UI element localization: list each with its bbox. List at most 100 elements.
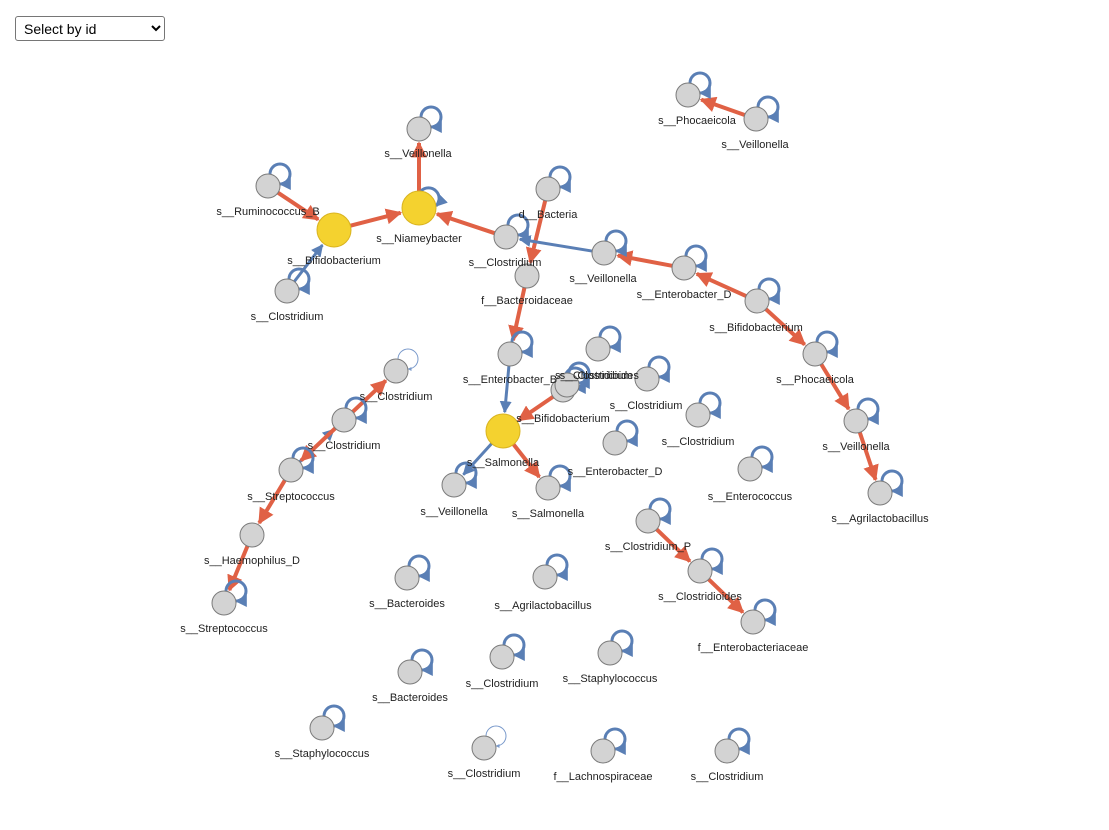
- node-n20[interactable]: [685, 402, 711, 428]
- node-label-n30: s__Streptococcus: [180, 623, 268, 635]
- node-n8[interactable]: [274, 278, 300, 304]
- edge-n28-n29: [257, 479, 287, 525]
- node-label-n21: s__Salmonella: [467, 457, 540, 469]
- node-label-n9: f__Bacteroidaceae: [481, 295, 573, 307]
- node-label-n38: s__Staphylococcus: [563, 673, 658, 685]
- node-n9[interactable]: [514, 263, 540, 289]
- self-loop-n33: [753, 598, 777, 626]
- node-label-n15: s__Agrilactobacillus: [831, 513, 929, 525]
- node-n11[interactable]: [671, 255, 697, 281]
- node-label-n22: s__Enterobacter_D: [568, 466, 663, 478]
- node-n32[interactable]: [687, 558, 713, 584]
- self-loop-n8: [287, 267, 311, 295]
- edge-n8-n5: [293, 244, 324, 283]
- node-label-n29: s__Haemophilus_D: [204, 555, 300, 567]
- node-n18[interactable]: [634, 366, 660, 392]
- node-n22[interactable]: [602, 430, 628, 456]
- node-n23[interactable]: [737, 456, 763, 482]
- node-n28[interactable]: [278, 457, 304, 483]
- node-label-n28: s__Streptococcus: [247, 491, 335, 503]
- self-loop-n6: [548, 165, 572, 193]
- node-label-n40: s__Clostridium: [448, 768, 521, 780]
- self-loop-n14: [856, 397, 880, 425]
- node-n36[interactable]: [397, 659, 423, 685]
- node-label-n16: s__Enterobacter_B: [463, 374, 557, 386]
- self-loop-n28: [291, 446, 315, 474]
- edge-n11-n10: [616, 250, 673, 268]
- self-loop-n32: [700, 547, 724, 575]
- node-label-n43: s__Clostridium: [560, 370, 633, 382]
- node-n12[interactable]: [744, 288, 770, 314]
- self-loop-n3: [268, 162, 292, 190]
- node-n42[interactable]: [714, 738, 740, 764]
- node-n21[interactable]: [485, 413, 521, 449]
- node-label-n13: s__Phocaeicola: [776, 374, 855, 386]
- self-loop-n26: [397, 348, 419, 371]
- node-n0[interactable]: [675, 82, 701, 108]
- node-n41[interactable]: [590, 738, 616, 764]
- node-label-n24: s__Veillonella: [420, 506, 488, 518]
- edge-n9-n16: [508, 287, 527, 342]
- node-label-n33: f__Enterobacteriaceae: [698, 642, 809, 654]
- self-loop-n37: [502, 633, 526, 661]
- node-n3[interactable]: [255, 173, 281, 199]
- self-loop-n23: [750, 445, 774, 473]
- node-n2[interactable]: [743, 106, 769, 132]
- node-label-n26: s__Clostridium: [360, 391, 433, 403]
- self-loop-n27: [344, 396, 368, 424]
- node-n1[interactable]: [406, 116, 432, 142]
- node-n17[interactable]: [585, 336, 611, 362]
- node-n26[interactable]: [383, 358, 409, 384]
- node-n25[interactable]: [535, 475, 561, 501]
- edge-n2-n0: [699, 96, 746, 117]
- edges-layer: [227, 96, 879, 614]
- node-label-n37: s__Clostridium: [466, 678, 539, 690]
- self-loop-n35: [545, 553, 569, 581]
- self-loop-n38: [610, 629, 634, 657]
- node-n5[interactable]: [316, 212, 352, 248]
- node-n27[interactable]: [331, 407, 357, 433]
- node-n35[interactable]: [532, 564, 558, 590]
- edge-n21-n25: [511, 443, 541, 479]
- self-loop-n34: [407, 554, 431, 582]
- self-loop-n30: [224, 579, 248, 607]
- node-n37[interactable]: [489, 644, 515, 670]
- node-n40[interactable]: [471, 735, 497, 761]
- node-n43[interactable]: [554, 372, 580, 398]
- node-n33[interactable]: [740, 609, 766, 635]
- edge-n21-n24: [462, 442, 493, 476]
- node-n14[interactable]: [843, 408, 869, 434]
- node-label-n7: s__Clostridium: [469, 257, 542, 269]
- edge-n12-n11: [695, 271, 747, 298]
- node-n6[interactable]: [535, 176, 561, 202]
- edge-n6-n9: [525, 200, 548, 264]
- node-n31[interactable]: [635, 508, 661, 534]
- node-n34[interactable]: [394, 565, 420, 591]
- edge-n7-n4: [435, 210, 496, 236]
- node-n10[interactable]: [591, 240, 617, 266]
- edge-n31-n32: [655, 527, 692, 563]
- node-n29[interactable]: [239, 522, 265, 548]
- node-n16[interactable]: [497, 341, 523, 367]
- node-n38[interactable]: [597, 640, 623, 666]
- labels-layer: s__Phocaeicolas__Veillonellas__Veillonel…: [180, 115, 929, 783]
- node-n15[interactable]: [867, 480, 893, 506]
- self-loop-n0: [688, 71, 712, 99]
- node-label-n39: s__Staphylococcus: [275, 748, 370, 760]
- node-n4[interactable]: [401, 190, 437, 226]
- node-label-n6: d__Bacteria: [519, 209, 579, 221]
- node-label-n12: s__Bifidobacterium: [709, 322, 803, 334]
- node-n39[interactable]: [309, 715, 335, 741]
- node-label-n36: s__Bacteroides: [372, 692, 448, 704]
- node-n24[interactable]: [441, 472, 467, 498]
- id-select-dropdown[interactable]: Select by id: [15, 16, 165, 41]
- node-n30[interactable]: [211, 590, 237, 616]
- node-label-n20: s__Clostridium: [662, 436, 735, 448]
- node-n13[interactable]: [802, 341, 828, 367]
- node-label-n32: s__Clostridioides: [658, 591, 742, 603]
- edge-n32-n33: [707, 577, 745, 614]
- self-loop-n13: [815, 330, 839, 358]
- edge-n27-n26: [351, 379, 388, 414]
- node-n7[interactable]: [493, 224, 519, 250]
- node-label-n3: s__Ruminococcus_B: [216, 206, 319, 218]
